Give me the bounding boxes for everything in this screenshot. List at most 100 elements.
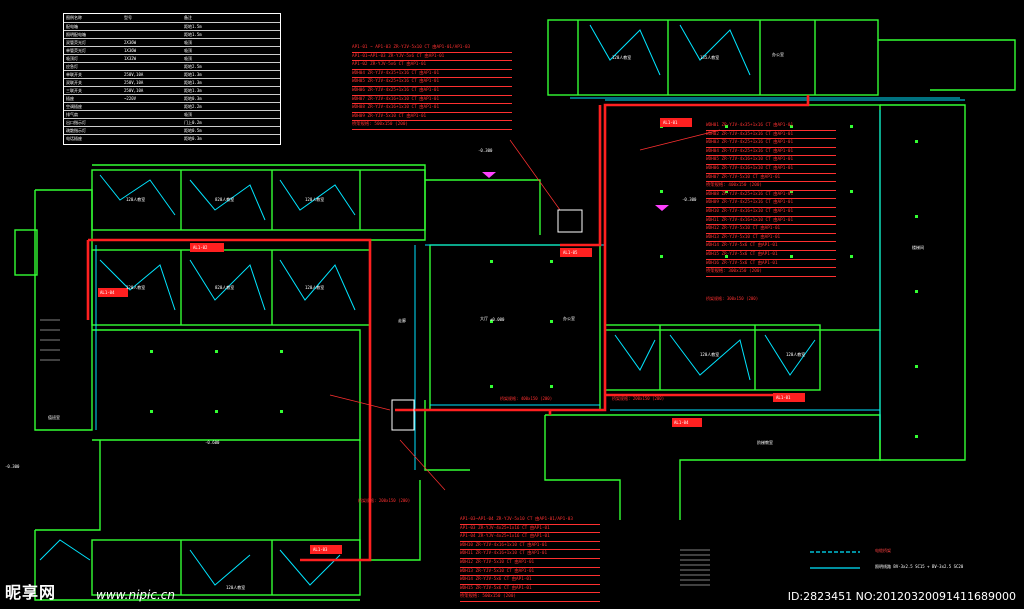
- room-label: 大厅: [480, 316, 488, 321]
- legend-cell: 距地0.5m: [184, 128, 202, 133]
- panel-boxes: [98, 118, 805, 554]
- cable-tray: [86, 95, 810, 562]
- legend-row: 出口指示灯门上0.2m: [64, 118, 280, 127]
- room-label: 楼梯间: [912, 245, 924, 250]
- legend-cell: 排气扇: [66, 112, 78, 117]
- cable-line: WDH07 ZR-YJV-4x16+1x10 CT 由AP1-01: [352, 96, 512, 105]
- watermark-url: www.nipic.cn: [96, 588, 175, 602]
- room-label: 120人教室: [126, 285, 146, 290]
- legend-cell: 250V,10A: [124, 80, 144, 85]
- tray-spec-label: 桥架规格: 400x150 (200): [500, 396, 553, 401]
- tray-spec-label: 桥架规格: 200x150 (200): [358, 498, 411, 503]
- cable-line: WDH13 ZR-YJV-5x10 CT 由AP1-01: [706, 234, 836, 243]
- elevation-label: -0.300: [5, 464, 20, 469]
- legend-row: 图例名称型号备注: [64, 14, 280, 22]
- image-id-label: ID:2823451 NO:20120320091411689000: [787, 590, 1016, 603]
- legend-cell: 备注: [184, 15, 192, 20]
- legend-cell: 距地0.3m: [184, 136, 202, 141]
- legend-cell: 1X32W: [124, 56, 137, 61]
- stairs: [40, 319, 710, 586]
- elevation-label: -0.300: [478, 148, 493, 153]
- cable-line: WDH02 ZR-YJV-4x35+1x16 CT 由AP1-01: [706, 131, 836, 140]
- legend-cell: 出口指示灯: [66, 120, 86, 125]
- legend-row: 三联开关 250V,10A 距地1.3m: [64, 86, 280, 95]
- room-label: 走廊: [398, 318, 406, 323]
- legend-cell: 距地0.3m: [184, 96, 202, 101]
- cable-line: WDH06 ZR-YJV-4x25+1x16 CT 由AP1-01: [352, 87, 512, 96]
- legend-cell: 电话插座: [66, 136, 82, 141]
- legend-row: 双联开关 250V,10A 距地1.3m: [64, 78, 280, 87]
- cable-line: WDH12 ZR-YJV-5x10 CT 由AP1-01: [706, 225, 836, 234]
- cable-line: AP1-03~AP1-04 ZR-YJV-5x10 CT 由AP1-01/AP1…: [460, 516, 600, 525]
- cable-line: WDH05 ZR-YJV-4x25+1x16 CT 由AP1-01: [352, 78, 512, 87]
- cable-line: WDH12 ZR-YJV-5x10 CT 由AP1-01: [460, 559, 600, 568]
- cable-line: WDH10 ZR-YJV-4x16+1x10 CT 由AP1-01: [706, 208, 836, 217]
- callout-leaders: [329, 129, 721, 491]
- cable-line: WDH14 ZR-YJV-5x6 CT 由AP1-01: [706, 242, 836, 251]
- legend-cell: 应急灯: [66, 64, 78, 69]
- legend-row: 照明配电箱 距地1.5m: [64, 30, 280, 39]
- legend-row: 应急灯 距地2.5m: [64, 62, 280, 71]
- legend-row: 疏散指示灯 距地0.5m: [64, 126, 280, 135]
- cable-line: WDH01 ZR-YJV-4x35+1x16 CT 由AP1-01: [706, 122, 836, 131]
- room-label: 820人教室: [215, 197, 235, 202]
- cable-line: WDH10 ZR-YJV-4x16+1x10 CT 由AP1-01: [460, 542, 600, 551]
- elevation-markers: [482, 172, 669, 211]
- cable-line: WDH06 ZR-YJV-4x16+1x10 CT 由AP1-01: [706, 165, 836, 174]
- room-label: 120人教室: [612, 55, 632, 60]
- legend-cell: 距地1.5m: [184, 32, 202, 37]
- tray-spec-label: 桥架规格: 200x150 (200): [612, 396, 665, 401]
- legend-cell: 距地2.2m: [184, 104, 202, 109]
- cable-line: 桥架规格: 500x150 (200): [460, 593, 600, 602]
- legend-cell: 插座: [66, 96, 74, 101]
- legend-cell: 单联开关: [66, 72, 82, 77]
- cable-line: WDH04 ZR-YJV-4x25+1x16 CT 由AP1-01: [706, 148, 836, 157]
- cable-line: AP1-01~AP1-03 ZR-YJV-5x6 CT 由AP1-01: [352, 53, 512, 62]
- tray-spec-label: 桥架规格: 300x150 (200): [706, 296, 759, 301]
- legend-cell: 距地1.3m: [184, 80, 202, 85]
- elevation-label: -0.600: [205, 440, 220, 445]
- legend-cell: 疏散指示灯: [66, 128, 86, 133]
- panel-label: AL1-04: [674, 420, 689, 425]
- legend-cell: 250V,10A: [124, 88, 144, 93]
- room-label: 办公室: [563, 316, 575, 321]
- legend-cell: 距地1.3m: [184, 88, 202, 93]
- legend-cell: 三联开关: [66, 88, 82, 93]
- panel-label: AL1-01: [663, 120, 678, 125]
- room-label: 120人教室: [786, 352, 806, 357]
- legend-cell: 吸顶: [184, 48, 192, 53]
- legend-cell: 2X36W: [124, 40, 137, 45]
- cable-line: 桥架规格: 300x150 (200): [706, 268, 836, 277]
- room-label: 120人教室: [126, 197, 146, 202]
- cable-line: WDH15 ZR-YJV-5x6 CT 由AP1-01: [460, 585, 600, 594]
- legend-cell: 吸顶灯: [66, 56, 78, 61]
- legend-row: 排气扇吸顶: [64, 110, 280, 119]
- column-markers: [150, 125, 918, 438]
- cable-line: WDH13 ZR-YJV-5x10 CT 由AP1-01: [460, 568, 600, 577]
- legend-row: 空调插座 距地2.2m: [64, 102, 280, 111]
- legend-cell: 照明配电箱: [66, 32, 86, 37]
- legend-cell: 双联开关: [66, 80, 82, 85]
- cable-line: WDH16 ZR-YJV-5x6 CT 由AP1-01: [706, 260, 836, 269]
- room-label: 120人教室: [226, 585, 246, 590]
- legend-cell: ~220V: [124, 96, 137, 101]
- legend-cell: 距地2.5m: [184, 64, 202, 69]
- cable-line: WDH11 ZR-YJV-4x16+1x10 CT 由AP1-01: [706, 217, 836, 226]
- cable-line: AP1-01 ~ AP1-03 ZR-YJV-5x10 CT 由AP1-01/A…: [352, 44, 512, 53]
- cable-line: AP1-04 ZR-YJV-4x25+1x16 CT 由AP1-01: [460, 533, 600, 542]
- cable-line: WDH15 ZR-YJV-5x6 CT 由AP1-01: [706, 251, 836, 260]
- legend-cell: 配电箱: [66, 24, 78, 29]
- cable-line: WDH09 ZR-YJV-5x10 CT 由AP1-01: [352, 113, 512, 122]
- cable-line: AP1-03 ZR-YJV-4x25+1x16 CT 由AP1-01: [460, 525, 600, 534]
- legend-cell: 空调插座: [66, 104, 82, 109]
- cable-schedule-top: AP1-01 ~ AP1-03 ZR-YJV-5x10 CT 由AP1-01/A…: [352, 44, 512, 130]
- legend-wiring-label: 照明线路 BV-3x2.5 SC15 + BV-3x2.5 SC20: [875, 564, 964, 569]
- legend-cell: 250V,10A: [124, 72, 144, 77]
- panel-label: AL1-05: [563, 250, 578, 255]
- legend-row: 配电箱距地1.5m: [64, 22, 280, 31]
